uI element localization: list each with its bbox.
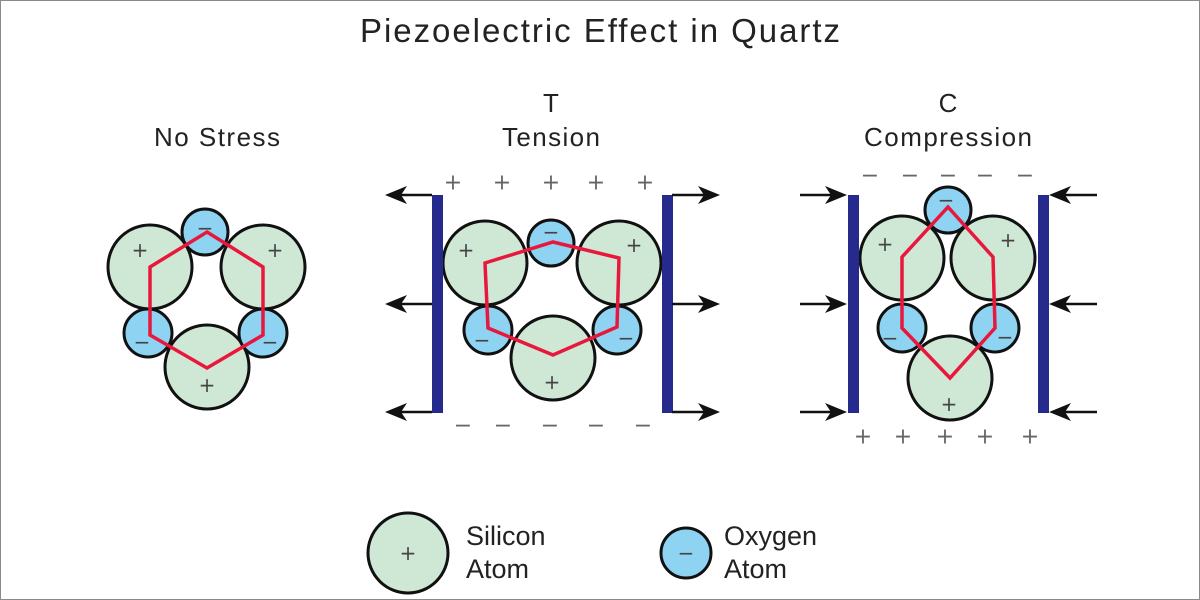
molecule-tension: + + + − − − — [441, 218, 663, 402]
label-tension: Tension — [502, 122, 600, 152]
surface-negative-charge: − — [634, 414, 652, 439]
positive-charge: + — [132, 238, 149, 262]
surface-positive-charge: + — [1021, 425, 1039, 450]
force-arrow-icon — [672, 403, 720, 421]
electrode-plate — [1038, 195, 1049, 413]
electrode-plate — [662, 195, 673, 413]
positive-charge: + — [877, 232, 894, 256]
surface-positive-charge: + — [894, 425, 912, 450]
legend-silicon-line1: Silicon — [466, 521, 546, 551]
surface-negative-charge: − — [901, 164, 919, 189]
force-arrow-icon — [1049, 186, 1097, 204]
molecule-no-stress: + + + − − − — [106, 207, 307, 411]
surface-negative-charge: − — [976, 164, 994, 189]
electrode-plate — [432, 195, 443, 413]
positive-charge: + — [941, 392, 958, 416]
surface-positive-charge: + — [493, 171, 511, 196]
legend-silicon-charge: + — [400, 541, 417, 565]
force-arrow-icon — [800, 186, 847, 204]
negative-charge: − — [997, 325, 1014, 349]
surface-positive-charge: + — [542, 171, 560, 196]
label-tension-letter: T — [543, 88, 559, 118]
surface-positive-charge: + — [854, 425, 872, 450]
positive-charge: + — [458, 238, 475, 262]
surface-negative-charge: − — [1016, 164, 1034, 189]
surface-positive-charge: + — [936, 425, 954, 450]
positive-charge: + — [199, 373, 216, 397]
negative-charge: − — [474, 328, 491, 352]
silicon-atom — [509, 314, 597, 402]
force-arrow-icon — [800, 403, 847, 421]
surface-positive-charge: + — [444, 171, 462, 196]
molecule-compression: + + + − − − — [858, 185, 1037, 422]
oxygen-atom — [122, 307, 174, 359]
force-arrow-icon — [385, 403, 432, 421]
legend-oxygen-charge: − — [678, 541, 695, 565]
hexagon-lattice — [148, 229, 265, 371]
negative-charge: − — [197, 216, 214, 240]
legend-silicon-atom — [366, 511, 450, 595]
legend-oxygen-line2: Atom — [724, 554, 787, 584]
force-arrow-icon — [1049, 403, 1097, 421]
force-arrow-icon — [1049, 295, 1097, 313]
surface-negative-charge: − — [861, 164, 879, 189]
negative-charge: − — [262, 330, 279, 354]
surface-negative-charge: − — [587, 414, 605, 439]
surface-negative-charge: − — [494, 414, 512, 439]
positive-charge: + — [544, 370, 561, 394]
negative-charge: − — [134, 330, 151, 354]
force-arrow-icon — [672, 186, 720, 204]
surface-negative-charge: − — [541, 414, 559, 439]
negative-charge: − — [938, 188, 955, 212]
label-compression-letter: C — [939, 88, 958, 118]
electrode-plate — [848, 195, 859, 413]
negative-charge: − — [618, 326, 635, 350]
surface-positive-charge: + — [587, 171, 605, 196]
negative-charge: − — [543, 220, 560, 244]
label-no-stress: No Stress — [154, 122, 280, 152]
surface-positive-charge: + — [636, 171, 654, 196]
force-arrow-icon — [672, 295, 720, 313]
hexagon-lattice — [900, 204, 997, 381]
force-arrow-icon — [800, 295, 847, 313]
legend: + Silicon Atom − Oxygen Atom — [366, 511, 817, 595]
surface-negative-charge: − — [939, 164, 957, 189]
legend-oxygen-atom — [659, 526, 713, 580]
negative-charge: − — [882, 326, 899, 350]
diagram-title: Piezoelectric Effect in Quartz — [360, 12, 840, 49]
positive-charge: + — [267, 238, 284, 262]
hexagon-lattice — [483, 240, 621, 357]
positive-charge: + — [626, 233, 643, 257]
legend-silicon-line2: Atom — [466, 554, 529, 584]
surface-negative-charge: − — [454, 414, 472, 439]
legend-oxygen-line1: Oxygen — [724, 521, 817, 551]
force-arrow-icon — [385, 186, 432, 204]
positive-charge: + — [1000, 228, 1017, 252]
label-compression: Compression — [864, 122, 1032, 152]
surface-positive-charge: + — [976, 425, 994, 450]
force-arrow-icon — [385, 295, 432, 313]
